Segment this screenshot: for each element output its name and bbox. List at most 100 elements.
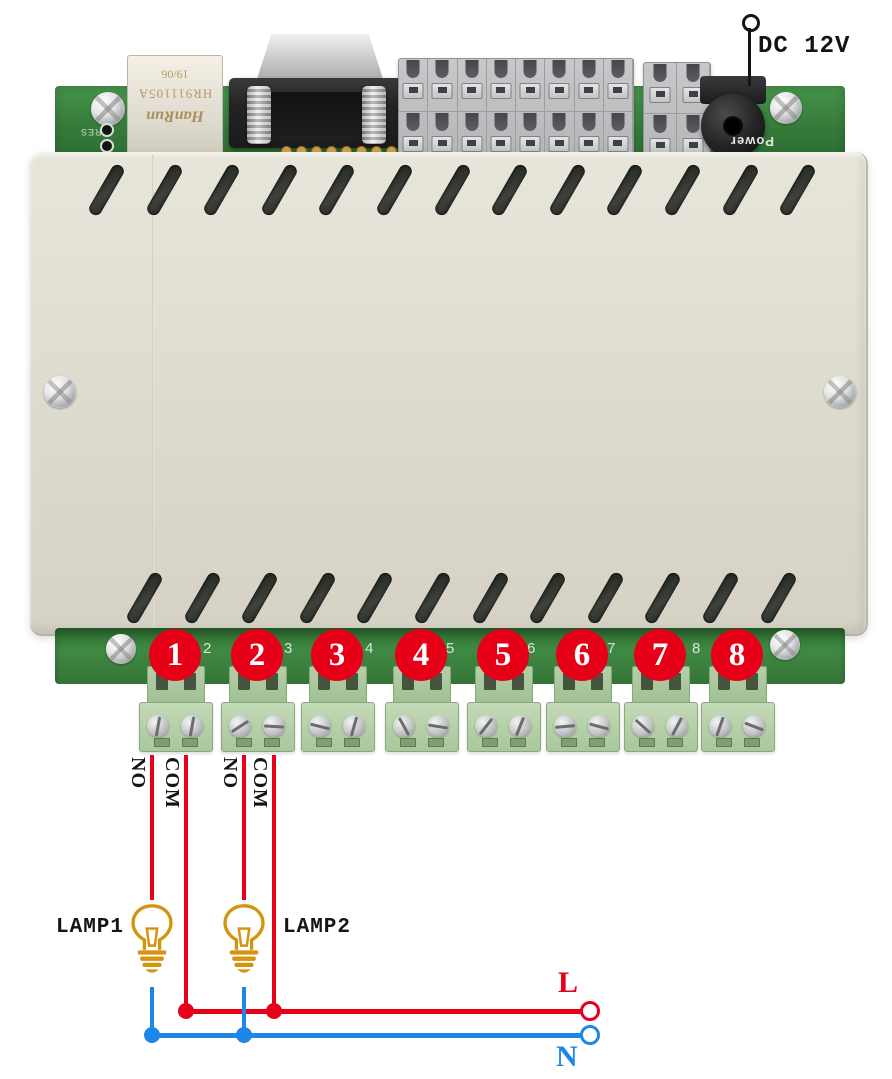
terminal-screw-no <box>554 715 576 737</box>
terminal-screw-com <box>263 715 285 737</box>
junction-neutral-1 <box>144 1027 160 1043</box>
terminal-screw-com <box>181 715 203 737</box>
terminal-screw-com <box>743 715 765 737</box>
terminal-screw-no <box>709 715 731 737</box>
terminal-foot <box>667 738 683 747</box>
terminal-foot <box>716 738 732 747</box>
relay1-no-label: NO <box>127 757 149 789</box>
spring-clamp-cell <box>399 59 429 112</box>
lamp2-label: LAMP2 <box>283 916 352 939</box>
channel-badge: 2 <box>231 629 283 681</box>
spring-clamp-cell <box>603 112 633 165</box>
channel-badge: 1 <box>149 629 201 681</box>
ethernet-brand-text: HanRun <box>146 107 204 125</box>
neutral-label: N <box>556 1040 578 1073</box>
spring-clamp-cell <box>428 59 458 112</box>
spring-clamp-cell <box>457 59 487 112</box>
wire-no1 <box>150 755 154 900</box>
terminal-screw-com <box>343 715 365 737</box>
dc-jack-hole <box>723 116 743 136</box>
pcb-channel-digit: 8 <box>692 640 701 657</box>
relay-terminal-block <box>139 702 213 752</box>
spring-clamp-cell <box>486 112 516 165</box>
relay-terminal-block <box>385 702 459 752</box>
terminal-screw-com <box>588 715 610 737</box>
junction-live-2 <box>266 1003 282 1019</box>
terminal-screw-com <box>427 715 449 737</box>
live-line <box>186 1009 582 1014</box>
pcb-channel-digit: 3 <box>284 640 293 657</box>
dc-voltage-label: DC 12V <box>758 33 851 60</box>
case-screw-left <box>44 376 76 408</box>
wire-lamp1-neutral <box>150 987 154 1035</box>
lamp1-label: LAMP1 <box>56 916 125 939</box>
reset-hole-2 <box>100 139 114 153</box>
lamp1-symbol <box>131 904 173 973</box>
relay2-no-label: NO <box>219 757 241 789</box>
relay-terminal-block <box>301 702 375 752</box>
terminal-foot <box>589 738 605 747</box>
channel-badge: 4 <box>395 629 447 681</box>
terminal-foot <box>510 738 526 747</box>
terminal-screw-no <box>309 715 331 737</box>
terminal-screw-com <box>509 715 531 737</box>
spring-clamp-cell <box>516 59 546 112</box>
db9-jackscrew-right <box>362 86 386 144</box>
channel-badge: 8 <box>711 629 763 681</box>
wire-no2 <box>242 755 246 900</box>
ethernet-port-label: HanRun HR911105A 19/06 <box>128 66 222 128</box>
reset-hole-1 <box>100 123 114 137</box>
channel-badge: 6 <box>556 629 608 681</box>
terminal-foot <box>264 738 280 747</box>
channel-badge: 5 <box>477 629 529 681</box>
pcb-channel-digit: 4 <box>365 640 374 657</box>
terminal-foot <box>182 738 198 747</box>
terminal-foot <box>744 738 760 747</box>
case-screw-right <box>824 376 856 408</box>
enclosure-seam <box>152 154 154 632</box>
relay2-com-label: COM <box>249 757 271 809</box>
terminal-screw-com <box>666 715 688 737</box>
spring-clamp-cell <box>603 59 633 112</box>
terminal-screw-no <box>229 715 251 737</box>
terminal-foot <box>316 738 332 747</box>
relay-terminal-block <box>221 702 295 752</box>
pcb-screw-bottom-left <box>106 634 136 664</box>
terminal-foot <box>639 738 655 747</box>
spring-clamp-cell <box>545 59 575 112</box>
terminal-screw-no <box>632 715 654 737</box>
wire-lamp2-neutral <box>242 987 246 1035</box>
power-silkscreen-label: Power <box>730 134 775 149</box>
terminal-foot <box>344 738 360 747</box>
relay-terminal-block <box>467 702 541 752</box>
channel-badge: 3 <box>311 629 363 681</box>
dc-terminal-ring <box>742 14 760 32</box>
terminal-foot <box>428 738 444 747</box>
ethernet-model-text: HR911105A <box>137 86 213 102</box>
pcb-screw-bottom-right <box>770 630 800 660</box>
ethernet-port: HanRun HR911105A 19/06 <box>127 55 223 155</box>
pcb-channel-digit: 5 <box>446 640 455 657</box>
spring-clamp-cell <box>574 59 604 112</box>
pcb-channel-digit: 6 <box>527 640 536 657</box>
live-label: L <box>558 966 579 999</box>
terminal-screw-no <box>147 715 169 737</box>
wire-com2 <box>272 755 276 1013</box>
spring-clamp-cell <box>486 59 516 112</box>
pcb-channel-digit: 7 <box>607 640 616 657</box>
db9-jackscrew-left <box>247 86 271 144</box>
serial-port-shell <box>256 34 384 82</box>
relay-terminal-block <box>546 702 620 752</box>
terminal-foot <box>482 738 498 747</box>
live-terminal-ring <box>580 1001 600 1021</box>
serial-port-recess <box>266 92 366 140</box>
terminal-screw-no <box>475 715 497 737</box>
wire-com1 <box>184 755 188 1013</box>
neutral-line <box>150 1033 582 1038</box>
device-enclosure <box>30 152 868 636</box>
neutral-terminal-ring <box>580 1025 600 1045</box>
junction-live-1 <box>178 1003 194 1019</box>
pcb-screw-top-left <box>91 92 125 126</box>
pcb-screw-top-right <box>770 92 802 124</box>
